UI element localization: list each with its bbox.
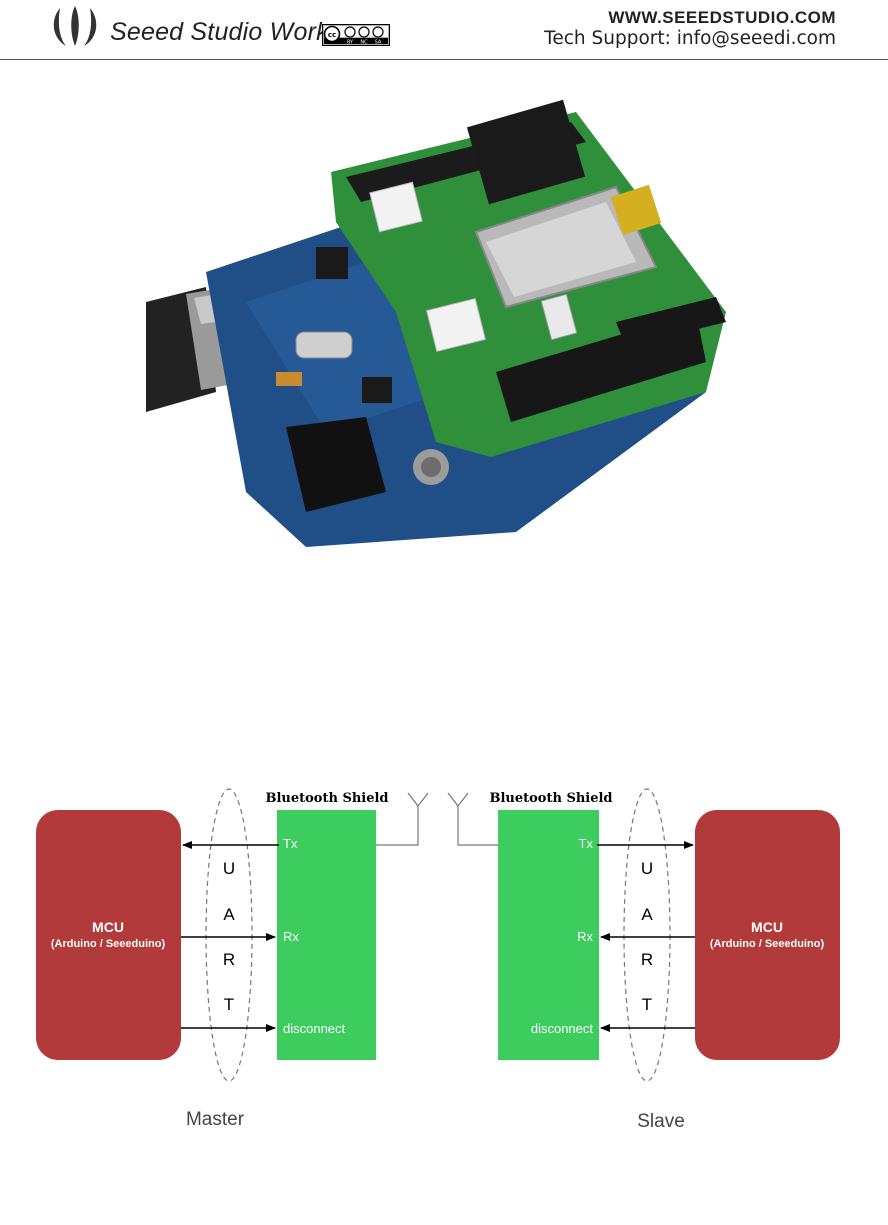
slave-uart-ellipse (624, 789, 670, 1081)
brand-name: Seeed Studio Works (110, 18, 342, 47)
svg-text:cc: cc (328, 31, 336, 39)
slave-label: Slave (637, 1111, 685, 1132)
creative-commons-badge-icon: cc BY NC SA (322, 24, 390, 46)
slave-shield-title: Bluetooth Shield (489, 791, 612, 806)
master-shield-title: Bluetooth Shield (265, 791, 388, 806)
license-nc-label: NC (360, 40, 368, 46)
master-label: Master (186, 1109, 245, 1130)
master-uart-letter-a: A (223, 905, 235, 924)
master-uart-letter-t: T (224, 995, 234, 1014)
license-sa-label: SA (375, 40, 382, 46)
slave-pin-disconnect: disconnect (531, 1021, 594, 1036)
master-mcu-title: MCU (92, 919, 124, 935)
slave-uart-letter-a: A (641, 905, 653, 924)
master-uart-ellipse (206, 789, 252, 1081)
slave-uart-letter-r: R (641, 950, 653, 969)
master-pin-rx: Rx (283, 929, 299, 944)
master-pin-disconnect: disconnect (283, 1021, 346, 1036)
slave-uart-letter-t: T (642, 995, 652, 1014)
slave-mcu-box (695, 810, 840, 1060)
tech-support-email[interactable]: Tech Support: info@seeedi.com (544, 28, 836, 49)
product-photo (146, 72, 736, 562)
master-mcu-box (36, 810, 181, 1060)
slave-pin-tx: Tx (579, 836, 594, 851)
uart-connection-diagram: MCU (Arduino / Seeeduino) U A R T Blueto… (0, 770, 888, 1140)
slave-pin-rx: Rx (577, 929, 593, 944)
master-uart-letter-u: U (223, 859, 235, 878)
seeed-logo-icon (46, 4, 104, 50)
page-header: Seeed Studio Works cc BY NC SA WWW.SEEED… (0, 0, 888, 62)
master-uart-letter-r: R (223, 950, 235, 969)
website-link[interactable]: WWW.SEEEDSTUDIO.COM (608, 8, 836, 28)
master-pin-tx: Tx (283, 836, 298, 851)
header-divider (0, 59, 888, 60)
license-by-label: BY (347, 40, 354, 46)
slave-mcu-title: MCU (751, 919, 783, 935)
slave-uart-letter-u: U (641, 859, 653, 878)
slave-mcu-subtitle: (Arduino / Seeeduino) (710, 938, 825, 950)
master-mcu-subtitle: (Arduino / Seeeduino) (51, 938, 166, 950)
